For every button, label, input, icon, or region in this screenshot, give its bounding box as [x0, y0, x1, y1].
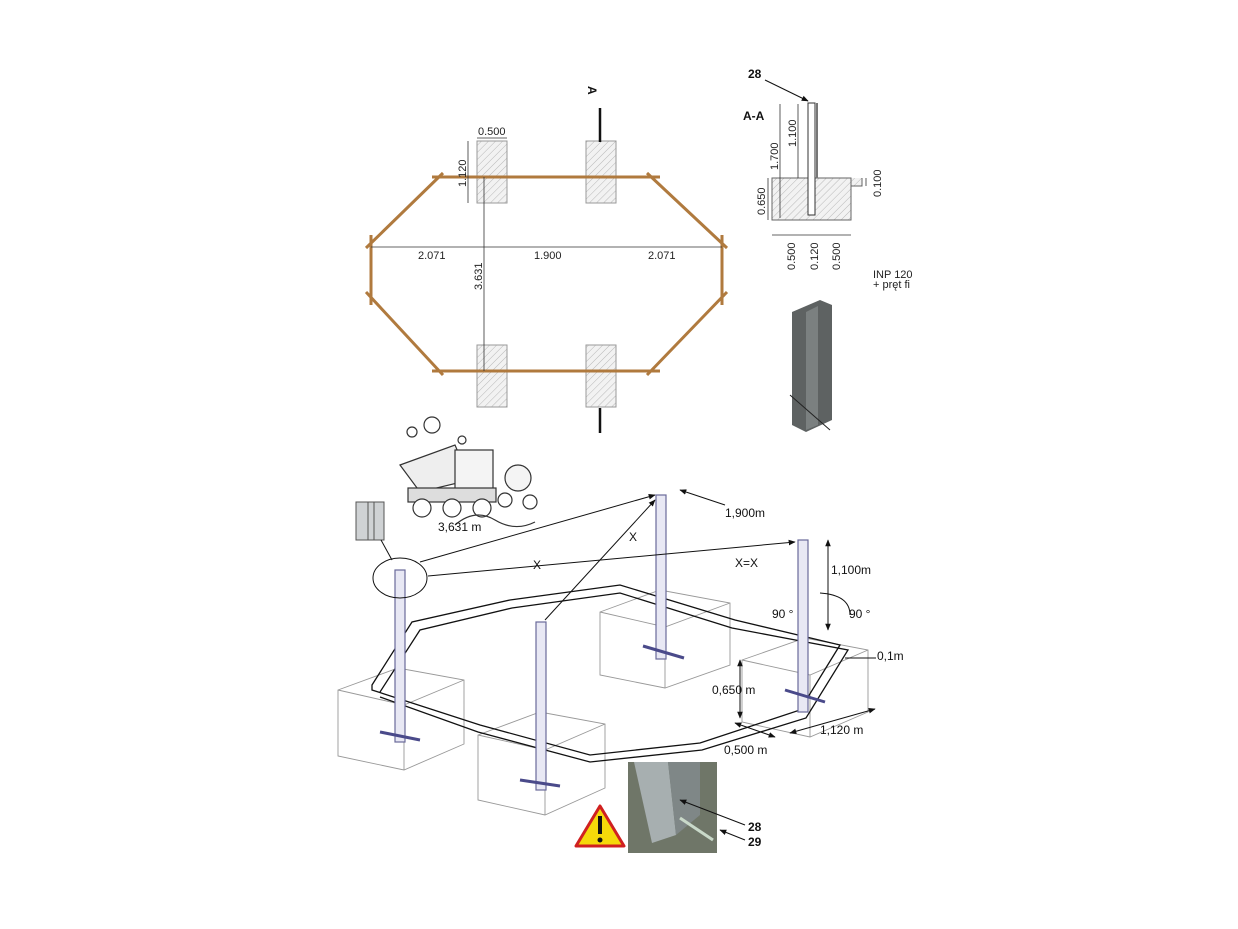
small-i-beam-icon — [355, 501, 393, 561]
dim-spacing: 1,900m — [725, 506, 765, 520]
dim-footing-length: 1.120 — [457, 159, 469, 187]
dim-x2: X — [533, 558, 541, 572]
footing-boxes — [337, 589, 869, 816]
dim-equal: X=X — [735, 556, 758, 570]
dim-angle-2: 90 ° — [849, 607, 871, 621]
dim-total-height: 1.700 — [769, 142, 781, 170]
footings — [476, 140, 617, 408]
concrete-mixer-illustration — [399, 416, 538, 528]
warning-icon — [574, 804, 626, 848]
dim-footing-width: 0.500 — [478, 126, 506, 138]
dim-middle: 1.900 — [534, 250, 562, 262]
dim-offset: 0,1m — [877, 649, 904, 663]
dim-right: 0.500 — [831, 242, 843, 270]
steel-posts — [379, 494, 826, 791]
dimension-arrows — [419, 489, 876, 738]
detail-circle — [372, 557, 428, 599]
callout-28: 28 — [748, 67, 762, 81]
callout-28-photo: 28 — [748, 820, 762, 834]
profile-label-2: + pręt fi — [873, 279, 910, 291]
dim-footing-width: 0,500 m — [724, 743, 767, 757]
dim-footing-depth: 0,650 m — [712, 683, 755, 697]
dim-step: 0.100 — [872, 169, 884, 197]
dim-post-height: 1,100m — [831, 563, 871, 577]
isometric-view: 3,631 m 1,900m X X X=X 1,100m 90 ° 90 ° … — [337, 489, 904, 816]
dim-post-width: 0.120 — [809, 242, 821, 270]
profile-label: INP 120 — [873, 269, 913, 281]
dim-angle-1: 90 ° — [772, 607, 794, 621]
callout-29-photo: 29 — [748, 835, 762, 849]
formwork-frame — [371, 584, 850, 763]
dim-x1: X — [629, 530, 637, 544]
dim-footing-depth: 0.650 — [756, 187, 768, 215]
wood-frame-octagon — [364, 171, 729, 377]
dim-diagonal: 3,631 m — [438, 520, 481, 534]
dim-depth: 3.631 — [473, 262, 485, 290]
i-beam-image — [789, 300, 832, 432]
dim-side-right: 2.071 — [648, 250, 676, 262]
plan-view: A 2.071 1.900 2.071 3.631 0.500 1.120 — [364, 86, 729, 433]
section-mark: A — [585, 86, 599, 95]
dim-footing-length: 1,120 m — [820, 723, 863, 737]
dim-side-left: 2.071 — [418, 250, 446, 262]
dim-post-above: 1.100 — [787, 119, 799, 147]
anchor-photo — [628, 762, 746, 853]
dim-left: 0.500 — [786, 242, 798, 270]
section-title: A-A — [743, 109, 765, 123]
section-a-a: 28 A-A 1.700 1.100 0.650 0.100 0.500 0.1… — [743, 67, 913, 291]
